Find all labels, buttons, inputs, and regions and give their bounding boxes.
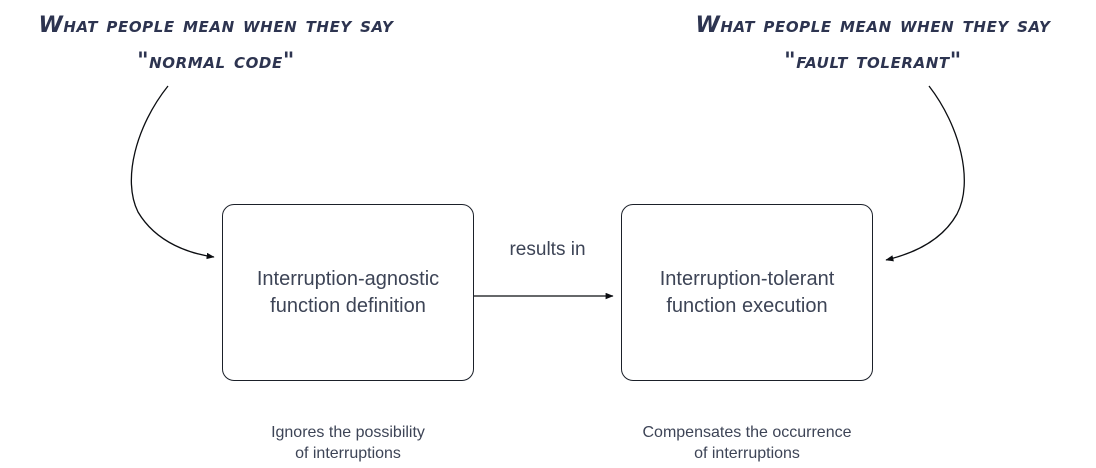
caption-ignores-possibility: Ignores the possibility of interruptions — [271, 424, 425, 462]
node-label: Interruption-agnostic function definitio… — [256, 267, 440, 317]
annotation-fault-tolerant-line1: What people mean when they say — [695, 13, 1051, 38]
annotation-fault-tolerant: What people mean when they say "fault to… — [655, 8, 1091, 80]
annotation-normal-code-line2: "normal code" — [137, 49, 295, 74]
node-interruption-agnostic-function-definition[interactable]: Interruption-agnostic function definitio… — [222, 204, 474, 381]
edge-label-results-in: results in — [509, 239, 586, 260]
annotation-normal-code: What people mean when they say "normal c… — [0, 8, 432, 80]
curved-arrow-fault-tolerant — [885, 85, 965, 262]
caption-compensates-occurrence: Compensates the occurrence of interrupti… — [642, 424, 852, 462]
node-label: Interruption-tolerant function execution — [659, 267, 835, 317]
annotation-fault-tolerant-line2: "fault tolerant" — [784, 49, 962, 74]
node-interruption-tolerant-function-execution[interactable]: Interruption-tolerant function execution — [621, 204, 873, 381]
curved-arrow-normal-code — [130, 85, 215, 260]
annotation-normal-code-line1: What people mean when they say — [38, 13, 394, 38]
